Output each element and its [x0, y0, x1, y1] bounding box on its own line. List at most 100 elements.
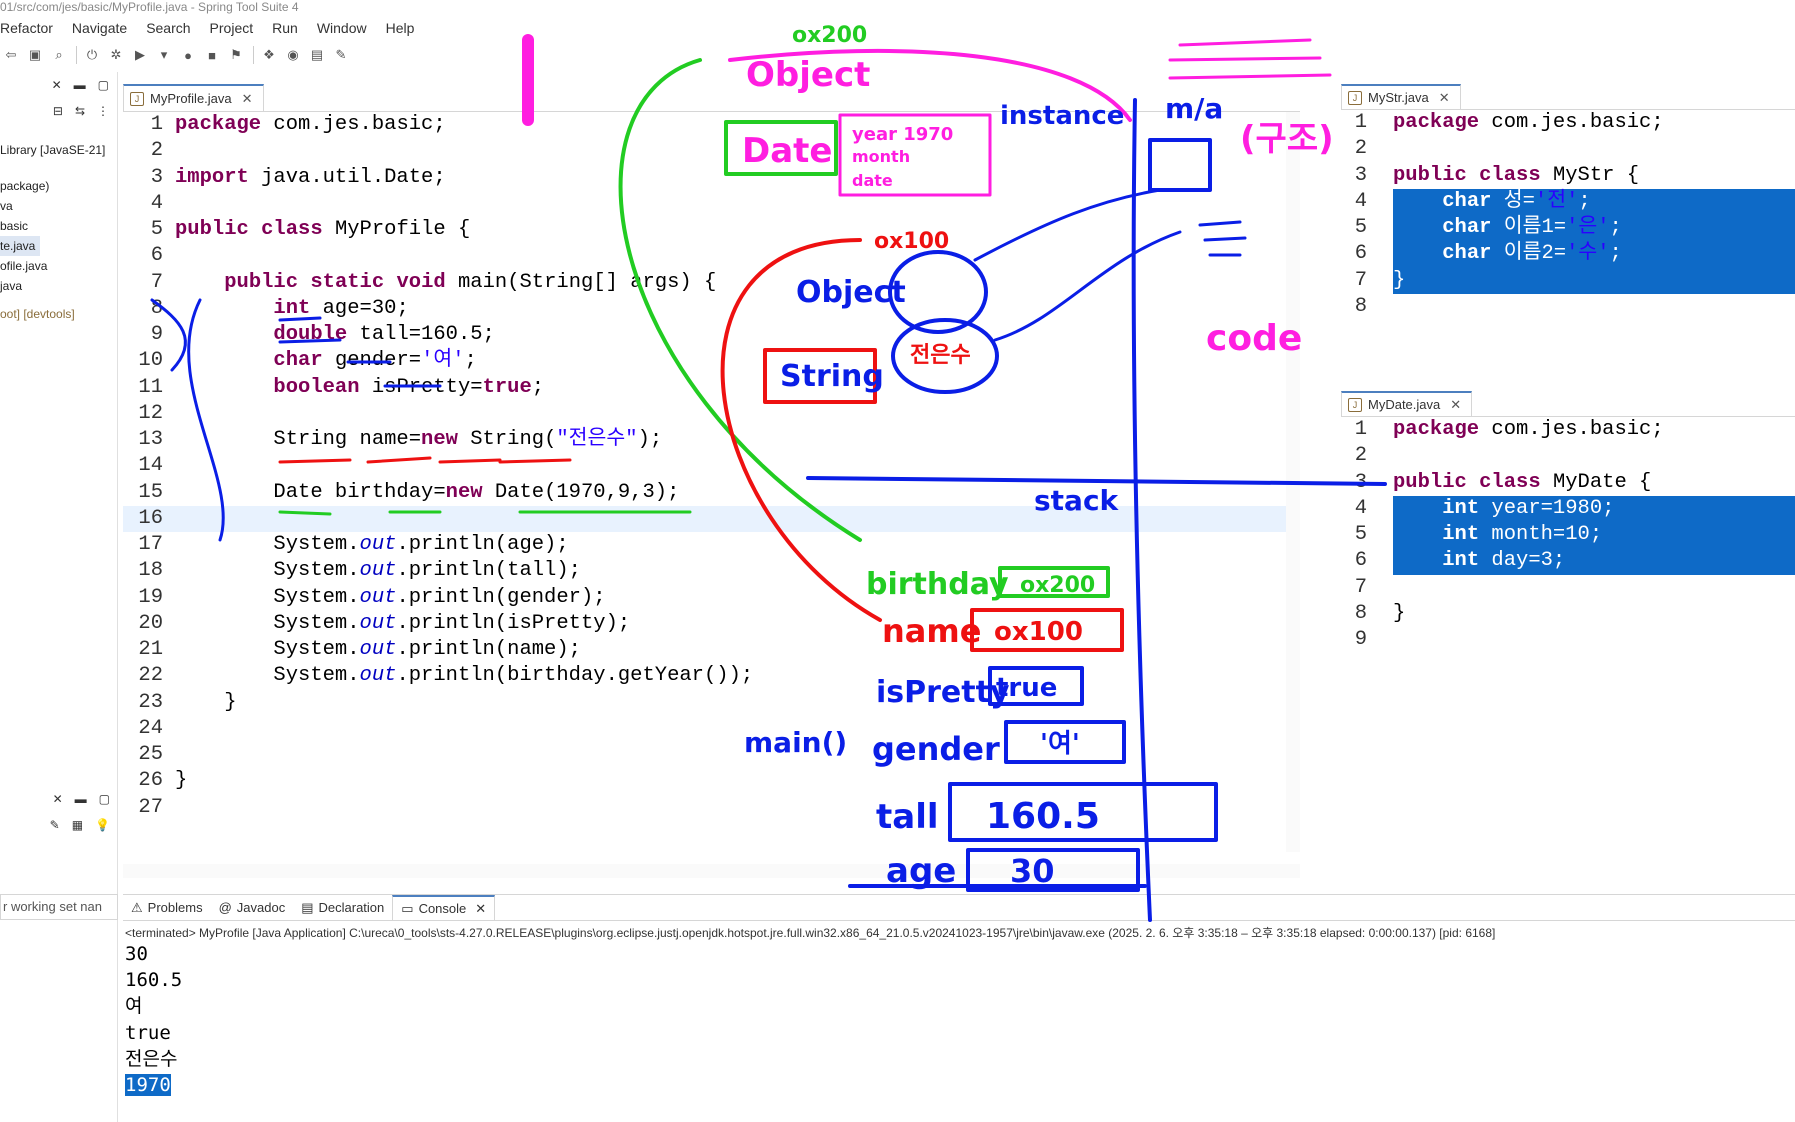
- code-line[interactable]: 7 public static void main(String[] args)…: [123, 270, 1300, 296]
- code-line[interactable]: 9 double tall=160.5;: [123, 322, 1300, 348]
- tree-item-mystr-java[interactable]: java: [0, 279, 23, 293]
- code-line[interactable]: 27: [123, 795, 1300, 821]
- code-line[interactable]: 7: [1341, 575, 1795, 601]
- code-line[interactable]: 18 System.out.println(tall);: [123, 558, 1300, 584]
- code-line[interactable]: 9: [1341, 627, 1795, 653]
- code-line[interactable]: 11 boolean isPretty=true;: [123, 375, 1300, 401]
- tree-item-basic[interactable]: basic: [0, 219, 29, 233]
- tab-mydate-java[interactable]: J MyDate.java ✕: [1341, 391, 1473, 416]
- tab-problems[interactable]: ⚠Problems: [123, 895, 211, 920]
- back-icon[interactable]: ⇦: [5, 47, 17, 62]
- close-icon[interactable]: ✕: [475, 900, 487, 916]
- collapse-all-icon[interactable]: ⊟: [52, 104, 63, 118]
- tab-myprofile-java[interactable]: J MyProfile.java ✕: [123, 84, 264, 111]
- code-line[interactable]: 2: [1341, 443, 1795, 469]
- maximize-icon[interactable]: ▢: [98, 792, 110, 806]
- tab-mystr-java[interactable]: J MyStr.java ✕: [1341, 84, 1461, 109]
- table-icon[interactable]: ▦: [71, 818, 84, 832]
- code-line[interactable]: 19 System.out.println(gender);: [123, 585, 1300, 611]
- code-line[interactable]: 20 System.out.println(isPretty);: [123, 611, 1300, 637]
- menu-search[interactable]: Search: [146, 20, 191, 36]
- tab-console[interactable]: ▭Console✕: [392, 895, 496, 920]
- lightbulb-icon[interactable]: 💡: [95, 818, 110, 832]
- open-type-icon[interactable]: ⌕: [55, 47, 63, 62]
- tree-item-date-java[interactable]: te.java: [0, 236, 40, 256]
- code-line[interactable]: 23 }: [123, 690, 1300, 716]
- code-line[interactable]: 2: [123, 138, 1300, 164]
- tab-declaration[interactable]: ▤Declaration: [293, 895, 392, 920]
- code-line[interactable]: 10 char gender='여';: [123, 348, 1300, 374]
- vertical-scrollbar[interactable]: [1286, 112, 1300, 852]
- code-line[interactable]: 4 char 성='전';: [1341, 188, 1795, 215]
- code-line[interactable]: 21 System.out.println(name);: [123, 637, 1300, 663]
- code-line[interactable]: 17 System.out.println(age);: [123, 532, 1300, 558]
- tree-item-myprofile-java[interactable]: ofile.java: [0, 259, 48, 273]
- minimize-icon[interactable]: ▬: [74, 792, 87, 806]
- external-tools-icon[interactable]: ⚑: [230, 47, 242, 62]
- code-line[interactable]: 5 char 이름1='은';: [1341, 215, 1795, 242]
- code-line[interactable]: 14: [123, 453, 1300, 479]
- code-line[interactable]: 24: [123, 716, 1300, 742]
- code-line[interactable]: 5 int month=10;: [1341, 522, 1795, 549]
- pencil-icon[interactable]: ✎: [49, 818, 60, 832]
- open-folder-icon[interactable]: ▤: [310, 47, 324, 62]
- menu-project[interactable]: Project: [209, 20, 254, 36]
- code-line[interactable]: 7}: [1341, 267, 1795, 294]
- close-icon[interactable]: ✕: [1450, 396, 1462, 412]
- menu-run[interactable]: Run: [272, 20, 298, 36]
- code-line[interactable]: 6 int day=3;: [1341, 548, 1795, 575]
- debug-icon[interactable]: ✲: [110, 47, 122, 62]
- tree-item-package[interactable]: package): [0, 179, 50, 193]
- tree-item-java[interactable]: va: [0, 199, 13, 213]
- new-class-icon[interactable]: ◉: [287, 47, 299, 62]
- close-icon[interactable]: ✕: [1438, 89, 1450, 105]
- tab-javadoc[interactable]: @Javadoc: [211, 895, 294, 920]
- close-icon[interactable]: ✕: [51, 78, 62, 92]
- run-icon[interactable]: ▶: [135, 47, 145, 62]
- save-icon[interactable]: ▣: [28, 47, 42, 62]
- code-line[interactable]: 8}: [1341, 601, 1795, 627]
- code-line[interactable]: 6: [123, 243, 1300, 269]
- link-editor-icon[interactable]: ⇆: [74, 104, 85, 118]
- menu-help[interactable]: Help: [385, 20, 415, 36]
- tree-item-devtools[interactable]: oot] [devtools]: [0, 304, 117, 324]
- horizontal-scrollbar[interactable]: [123, 864, 1300, 878]
- code-line[interactable]: 8 int age=30;: [123, 296, 1300, 322]
- code-line[interactable]: 16: [123, 505, 1300, 532]
- code-line[interactable]: 13 String name=new String("전은수");: [123, 427, 1300, 453]
- code-line[interactable]: 2: [1341, 136, 1795, 162]
- maximize-icon[interactable]: ▢: [97, 78, 109, 92]
- coverage-icon[interactable]: ●: [184, 47, 192, 63]
- code-line[interactable]: 26}: [123, 768, 1300, 794]
- code-line[interactable]: 4 int year=1980;: [1341, 495, 1795, 522]
- close-icon[interactable]: ✕: [52, 792, 63, 806]
- code-line[interactable]: 22 System.out.println(birthday.getYear()…: [123, 663, 1300, 689]
- menu-refactor[interactable]: Refactor: [0, 20, 53, 36]
- working-set-filter-input[interactable]: r working set nan: [0, 894, 118, 920]
- boot-dashboard-icon[interactable]: ⏻: [86, 47, 98, 62]
- search-tool-icon[interactable]: ✎: [335, 47, 347, 62]
- terminate-icon[interactable]: ■: [208, 47, 216, 63]
- code-line[interactable]: 12: [123, 401, 1300, 427]
- close-icon[interactable]: ✕: [241, 90, 253, 106]
- code-line[interactable]: 4: [123, 191, 1300, 217]
- menu-navigate[interactable]: Navigate: [71, 20, 128, 36]
- menu-window[interactable]: Window: [316, 20, 367, 36]
- run-dropdown-icon[interactable]: ▾: [160, 47, 168, 62]
- tree-item-library[interactable]: Library [JavaSE-21]: [0, 140, 117, 160]
- code-line[interactable]: 15 Date birthday=new Date(1970,9,3);: [123, 480, 1300, 506]
- code-line[interactable]: 25: [123, 742, 1300, 768]
- new-java-project-icon[interactable]: ❖: [263, 47, 275, 62]
- code-line[interactable]: 8: [1341, 294, 1795, 320]
